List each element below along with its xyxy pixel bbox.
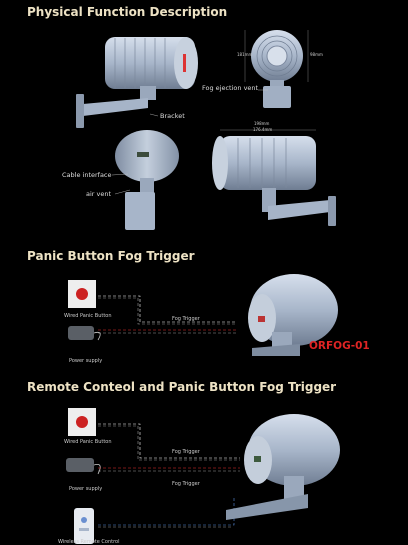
label-fog-trigger-1: Fog Trigger: [172, 449, 200, 455]
label-wired-button: Wired Panic Button: [64, 313, 112, 319]
dim-side: 181mm: [237, 52, 253, 57]
label-air-vent: air vent: [86, 190, 112, 198]
label-remote-control: Wireless Remote Control: [58, 539, 120, 545]
panic-button-icon: [68, 280, 96, 308]
model-name: ORFOG-01: [309, 340, 370, 352]
panic-button-icon-remote: [68, 408, 96, 436]
device-front-view: [244, 30, 309, 108]
device-back-view: [115, 130, 179, 230]
label-bracket: Bracket: [160, 112, 185, 120]
power-supply-icon: [68, 326, 101, 341]
device-side-view: [76, 37, 198, 128]
label-fog-trigger: Fog Trigger: [172, 316, 200, 322]
label-fog-vent: Fog ejection vent: [202, 84, 259, 92]
device-section2: [248, 274, 338, 356]
device-mount-view: [212, 129, 336, 226]
label-fog-trigger-2: Fog Trigger: [172, 481, 200, 487]
dim-side2: 98mm: [310, 52, 323, 57]
label-power-remote: Power supply: [69, 486, 103, 492]
heading-remote: Remote Conteol and Panic Button Fog Trig…: [27, 380, 337, 394]
heading-physical: Physical Function Description: [27, 5, 228, 19]
dim-mid: 176.4mm: [253, 127, 273, 132]
label-power: Power supply: [69, 358, 103, 364]
remote-control-icon: [74, 508, 94, 544]
power-supply-icon-remote: [66, 458, 101, 475]
heading-panic: Panic Button Fog Trigger: [27, 249, 195, 263]
dim-top: 198mm: [254, 121, 270, 126]
label-wired-button-remote: Wired Panic Button: [64, 439, 112, 445]
device-section3: [226, 414, 340, 520]
label-cable: Cable interface: [62, 171, 112, 179]
